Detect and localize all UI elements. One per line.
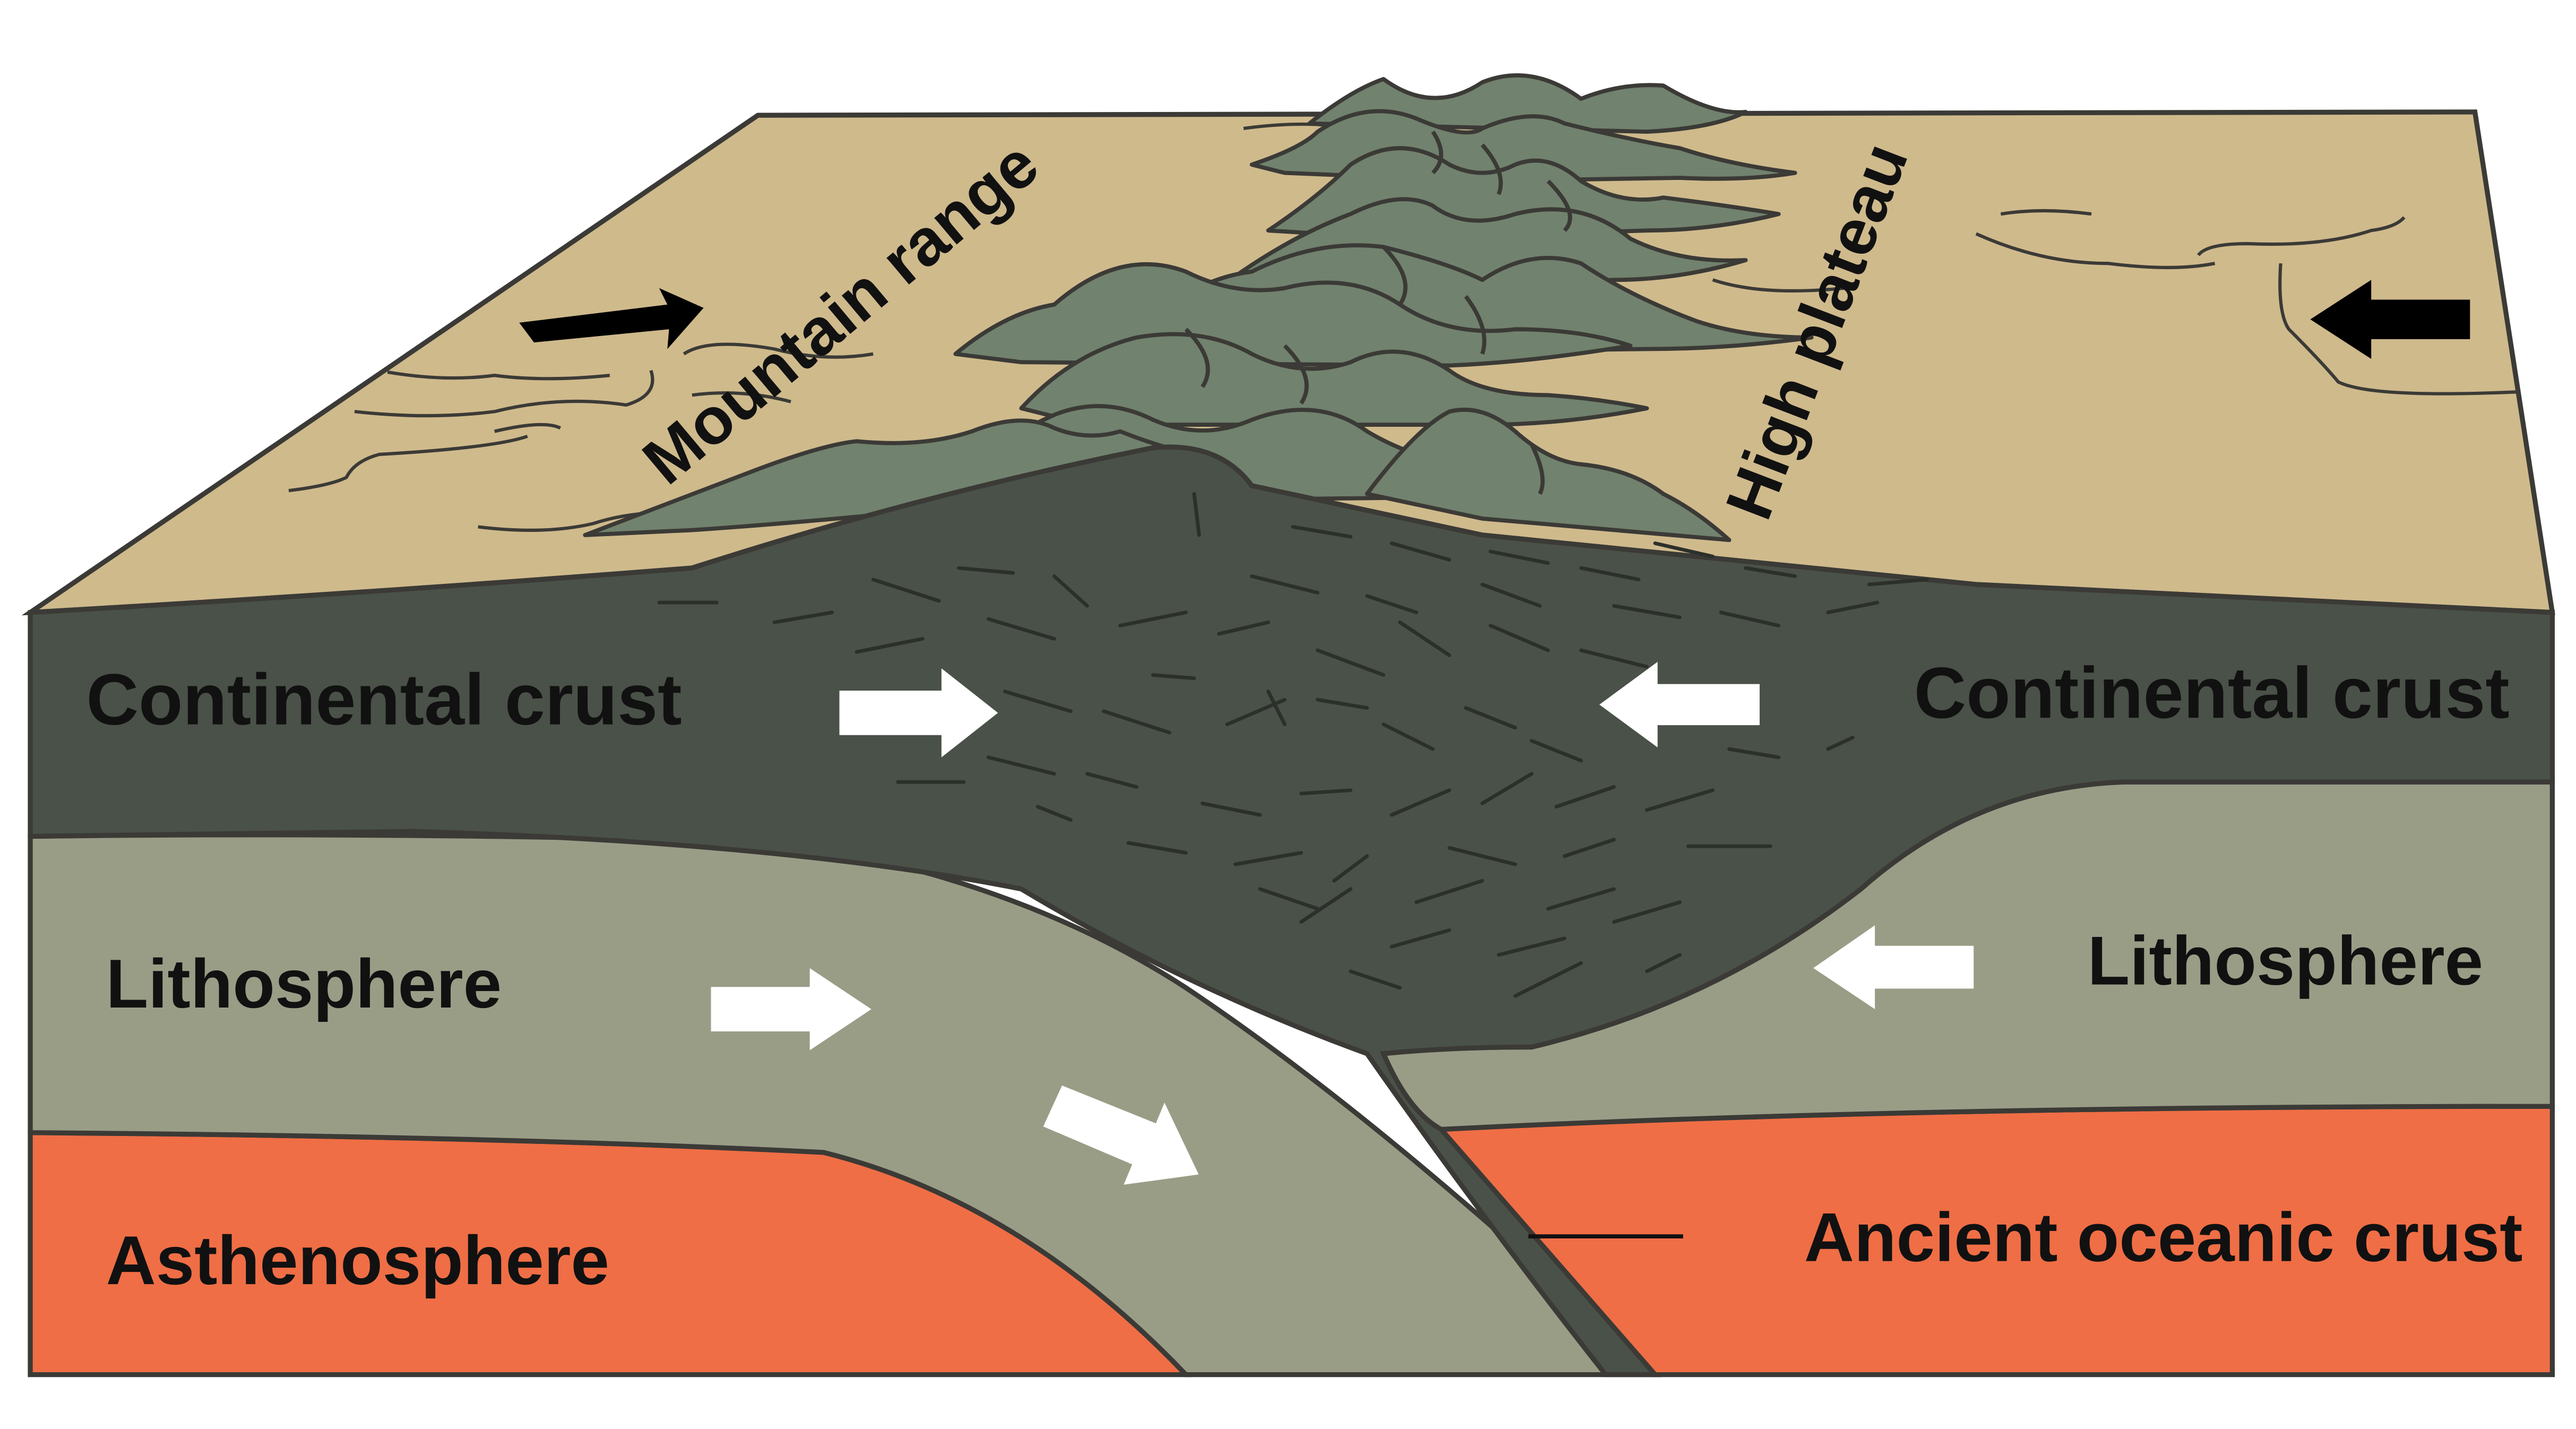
continental-crust-right-label: Continental crust xyxy=(1914,652,2510,733)
lithosphere-left-label: Lithosphere xyxy=(106,945,502,1022)
continental-crust-left-label: Continental crust xyxy=(86,659,682,740)
ancient-oceanic-crust-label: Ancient oceanic crust xyxy=(1804,1199,2523,1276)
lithosphere-right-label: Lithosphere xyxy=(2088,922,2483,1000)
asthenosphere-label: Asthenosphere xyxy=(106,1221,609,1299)
